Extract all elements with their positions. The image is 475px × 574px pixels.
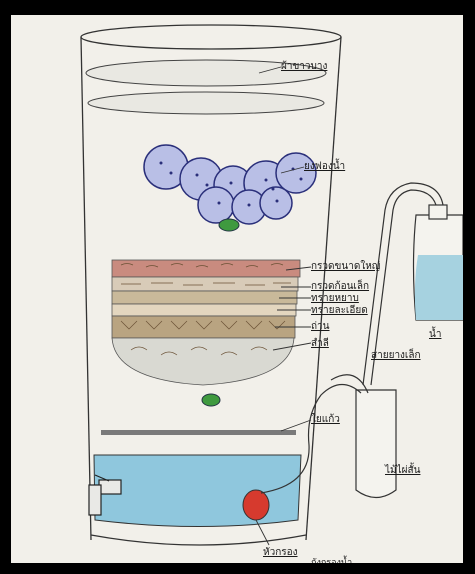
paper-sheet: ผ้าขาวบาง ยงฟองน้ำ กรวดขนาดใหญ่ กรวดก้อน… <box>11 15 463 563</box>
rubber-ball-valve <box>243 490 269 520</box>
layer-fine-sand <box>112 304 296 316</box>
glass-wool-strip <box>101 430 296 435</box>
layer-charcoal <box>112 316 295 338</box>
label-sponge: ยงฟองน้ำ <box>304 159 345 174</box>
label-sand: ทรายละเอียด <box>311 303 368 318</box>
cloth-layer-2 <box>88 92 324 114</box>
sponge-blob <box>198 187 234 223</box>
filter-layers <box>112 260 300 385</box>
sponge-outlet-cap <box>219 219 239 231</box>
bottle-neck <box>429 205 447 219</box>
bottle-water <box>415 255 463 320</box>
label-tube: สายยางเล็ก <box>371 348 421 363</box>
layer-cotton <box>112 338 294 385</box>
label-rubber-ball: หัวกรอง <box>263 545 298 560</box>
label-cloth: ผ้าขาวบาง <box>281 59 327 74</box>
tap-body <box>99 480 121 494</box>
cylinder-top <box>81 25 341 49</box>
label-coarse-sand: กรวดขนาดใหญ่ <box>311 259 380 274</box>
label-bottom-text: ถังกรองน้ำ <box>311 555 352 563</box>
small-bottle <box>356 390 396 498</box>
label-glass-wool: ใยแก้ว <box>311 412 340 427</box>
sponge-blob <box>260 187 292 219</box>
label-charcoal: ถ่าน <box>311 319 330 334</box>
label-cotton: สำลี <box>311 336 329 351</box>
cotton-outlet-cap <box>202 394 220 406</box>
tap-spout <box>89 485 101 515</box>
layer-coarse-gravel <box>112 260 300 277</box>
cylinder-bottom <box>91 535 306 545</box>
label-bottle: ไม้ไผ่สั้น <box>385 463 420 478</box>
sponge-group <box>144 145 316 224</box>
layer-coarse-sand <box>112 291 297 304</box>
cylinder-left-wall <box>81 37 91 540</box>
water-filter-diagram <box>11 15 463 563</box>
label-water: น้ำ <box>429 327 441 342</box>
